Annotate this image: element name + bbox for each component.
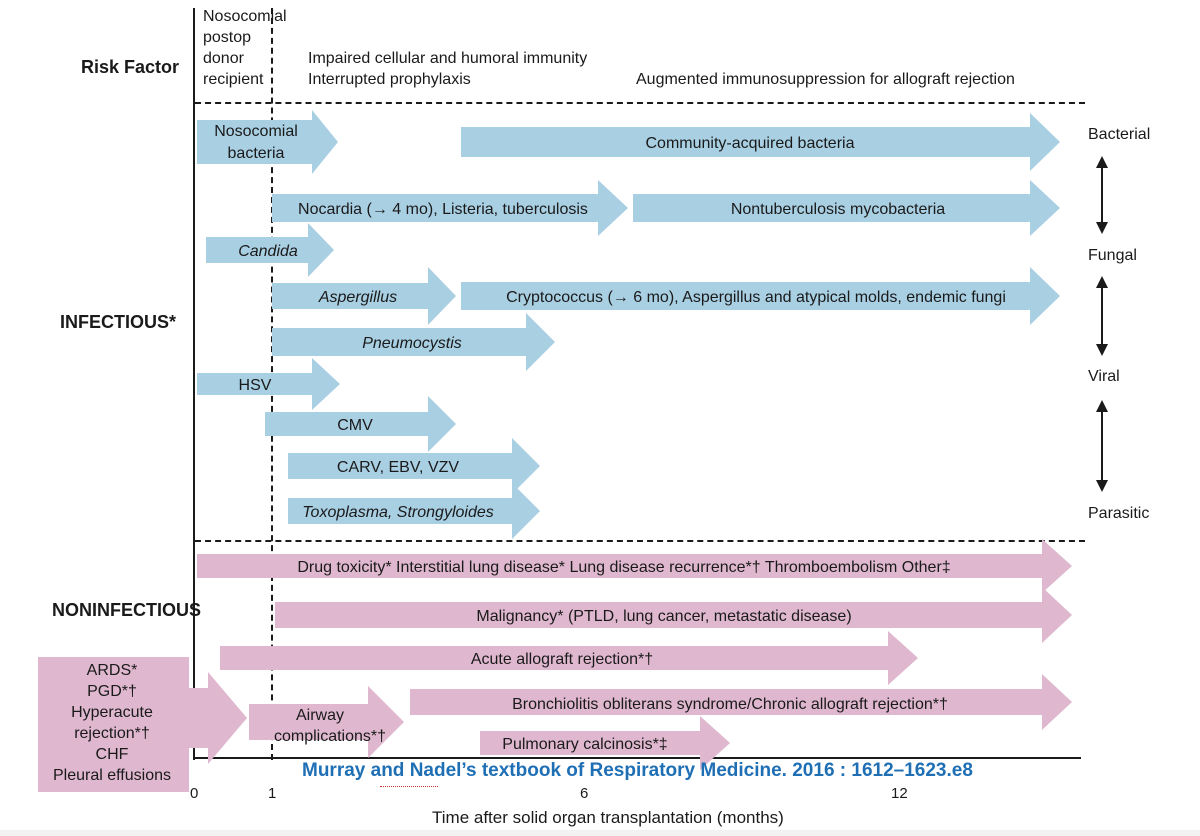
arrow-bronchiolitis-obliterans: Bronchiolitis obliterans syndrome/Chroni… <box>410 674 1072 730</box>
tick-6: 6 <box>580 785 589 802</box>
citation: Murray and Nadel’s textbook of Respirato… <box>302 760 973 781</box>
svg-text:CARV, EBV, VZV: CARV, EBV, VZV <box>337 459 459 476</box>
arrow-nosocomial-bacteria: Nosocomial bacteria <box>197 110 338 174</box>
arrow-hsv: HSV <box>197 358 340 410</box>
section-infectious: INFECTIOUS* <box>60 312 177 332</box>
arrow-airway-complications: Airway complications*† <box>249 686 404 758</box>
svg-text:PGD*†: PGD*† <box>87 683 137 700</box>
svg-text:Nocardia (→ 4 mo), Listeria, t: Nocardia (→ 4 mo), Listeria, tuberculosi… <box>298 201 588 218</box>
svg-text:rejection*†: rejection*† <box>74 725 150 742</box>
svg-text:Candida: Candida <box>238 243 298 260</box>
x-axis-line <box>193 757 1081 759</box>
arrow-ards-pgd-block: ARDS* PGD*† Hyperacute rejection*† CHF P… <box>38 657 247 792</box>
infectious-divider <box>195 540 1085 542</box>
arrow-candida: Candida <box>206 223 334 277</box>
header-col1-line3: donor <box>203 50 244 67</box>
double-arrow-bacterial-fungal <box>1096 156 1108 234</box>
header-col1-line4: recipient <box>203 71 264 88</box>
arrow-aspergillus: Aspergillus <box>272 267 456 325</box>
svg-text:ARDS*: ARDS* <box>87 662 138 679</box>
svg-text:CMV: CMV <box>337 417 373 434</box>
citation-underline <box>380 786 438 788</box>
arrow-pneumocystis: Pneumocystis <box>272 313 555 371</box>
arrow-carv-ebv-vzv: CARV, EBV, VZV <box>288 438 540 494</box>
svg-text:Bronchiolitis obliterans syndr: Bronchiolitis obliterans syndrome/Chroni… <box>512 696 948 713</box>
svg-text:CHF: CHF <box>96 746 129 763</box>
svg-text:Drug toxicity* Interstitial: Drug toxicity* Interstitial lung disease… <box>297 559 950 576</box>
risk-factor-label: Risk Factor <box>81 57 180 77</box>
label-bacterial: Bacterial <box>1088 126 1151 143</box>
svg-text:Airway: Airway <box>296 707 344 724</box>
svg-text:Community-acquired bacteria: Community-acquired bacteria <box>646 135 855 152</box>
arrow-cmv: CMV <box>265 396 456 452</box>
arrow-drug-toxicity-row: Drug toxicity* Interstitial lung disease… <box>197 539 1072 593</box>
bottom-strip <box>0 830 1200 836</box>
svg-text:HSV: HSV <box>239 377 272 394</box>
svg-text:Toxoplasma, Strongyloides: Toxoplasma, Strongyloides <box>302 504 494 521</box>
arrow-pulmonary-calcinosis: Pulmonary calcinosis*‡ <box>480 716 730 770</box>
svg-text:Nosocomial: Nosocomial <box>214 123 298 140</box>
header-col3: Augmented immunosuppression for allograf… <box>636 71 1015 88</box>
svg-text:Malignancy* (PTLD, lung cancer: Malignancy* (PTLD, lung cancer, metastat… <box>476 608 851 625</box>
header-col2-line2: Interrupted prophylaxis <box>308 71 471 88</box>
svg-text:Aspergillus: Aspergillus <box>318 289 397 306</box>
arrow-nocardia-listeria-tb: Nocardia (→ 4 mo), Listeria, tuberculosi… <box>272 180 628 236</box>
tick-0: 0 <box>190 785 199 802</box>
x-axis-label: Time after solid organ transplantation (… <box>432 808 784 827</box>
svg-text:complications*†: complications*† <box>274 728 386 745</box>
arrow-acute-allograft-rejection: Acute allograft rejection*† <box>220 631 918 685</box>
svg-text:Pneumocystis: Pneumocystis <box>362 335 462 352</box>
svg-text:Nontuberculosis mycobacteria: Nontuberculosis mycobacteria <box>731 201 945 218</box>
double-arrow-viral-parasitic <box>1096 400 1108 492</box>
header-col1-line2: postop <box>203 29 252 46</box>
tick-12: 12 <box>891 785 908 802</box>
svg-text:Pleural effusions: Pleural effusions <box>53 767 171 784</box>
label-parasitic: Parasitic <box>1088 505 1150 522</box>
arrow-cryptococcus: Cryptococcus (→ 6 mo), Aspergillus and a… <box>461 267 1060 325</box>
section-noninfectious: NONINFECTIOUS <box>52 600 202 620</box>
arrow-nontuberculosis-mycobacteria: Nontuberculosis mycobacteria <box>633 180 1060 236</box>
y-axis-line <box>193 8 195 760</box>
svg-text:Acute allograft rejection*†: Acute allograft rejection*† <box>471 651 653 668</box>
risk-factor-divider <box>195 102 1085 104</box>
arrow-malignancy: Malignancy* (PTLD, lung cancer, metastat… <box>275 587 1072 643</box>
double-arrow-fungal-viral <box>1096 276 1108 356</box>
arrow-toxoplasma-strongyloides: Toxoplasma, Strongyloides <box>288 483 540 539</box>
svg-text:Pulmonary calcinosis*‡: Pulmonary calcinosis*‡ <box>502 736 667 753</box>
header-col1-line1: Nosocomial <box>203 8 287 25</box>
label-fungal: Fungal <box>1088 247 1137 264</box>
svg-text:bacteria: bacteria <box>228 145 285 162</box>
arrow-community-acquired-bacteria: Community-acquired bacteria <box>461 113 1060 171</box>
label-viral: Viral <box>1088 368 1120 385</box>
svg-text:Hyperacute: Hyperacute <box>71 704 153 721</box>
tick-1: 1 <box>268 785 277 802</box>
svg-text:Cryptococcus (→ 6 mo), Aspergi: Cryptococcus (→ 6 mo), Aspergillus and a… <box>506 289 1006 306</box>
header-col2-line1: Impaired cellular and humoral immunity <box>308 50 588 67</box>
